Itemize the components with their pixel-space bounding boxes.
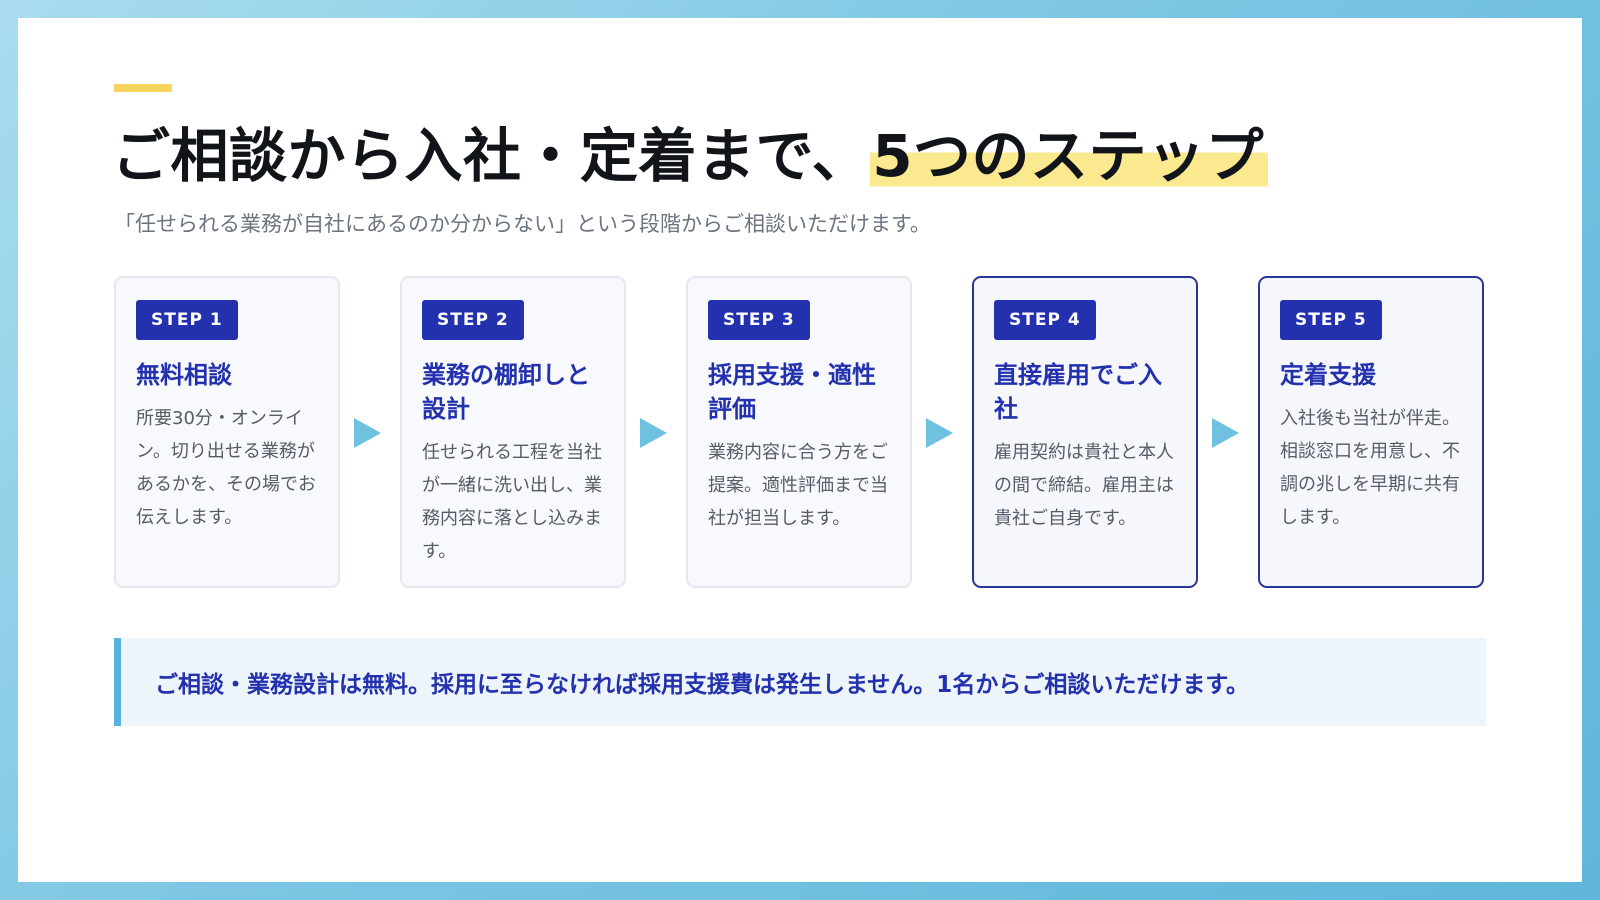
triangle-right-icon: [354, 418, 381, 448]
page-title-highlight: 5つのステップ: [870, 122, 1269, 190]
step-card-3: STEP 3 採用支援・適性評価 業務内容に合う方をご提案。適性評価まで当社が担…: [686, 276, 912, 588]
step-badge: STEP 2: [422, 300, 524, 340]
step-badge: STEP 1: [136, 300, 238, 340]
step-card-2: STEP 2 業務の棚卸しと設計 任せられる工程を当社が一緒に洗い出し、業務内容…: [400, 276, 626, 588]
page-subtitle: 「任せられる業務が自社にあるのか分からない」という段階からご相談いただけます。: [114, 212, 931, 236]
step-badge: STEP 3: [708, 300, 810, 340]
step-description: 雇用契約は貴社と本人の間で締結。雇用主は貴社ご自身です。: [994, 442, 1174, 529]
title-accent-bar: [114, 84, 172, 92]
step-description: 業務内容に合う方をご提案。適性評価まで当社が担当します。: [708, 442, 888, 529]
steps-flow: STEP 1 無料相談 所要30分・オンライン。切り出せる業務があるかを、その場…: [114, 276, 1486, 588]
page-title-main: ご相談から入社・定着まで、: [112, 122, 871, 190]
step-title: 業務の棚卸しと設計: [422, 361, 590, 423]
step-card-5: STEP 5 定着支援 入社後も当社が伴走。相談窓口を用意し、不調の兆しを早期に…: [1258, 276, 1484, 588]
page-title: ご相談から入社・定着まで、5つのステップ: [112, 116, 1269, 196]
step-card-4: STEP 4 直接雇用でご入社 雇用契約は貴社と本人の間で締結。雇用主は貴社ご自…: [972, 276, 1198, 588]
triangle-right-icon: [926, 418, 953, 448]
step-title: 採用支援・適性評価: [708, 361, 876, 423]
step-card-1: STEP 1 無料相談 所要30分・オンライン。切り出せる業務があるかを、その場…: [114, 276, 340, 588]
step-description: 任せられる工程を当社が一緒に洗い出し、業務内容に落とし込みます。: [422, 442, 602, 562]
step-description: 入社後も当社が伴走。相談窓口を用意し、不調の兆しを早期に共有します。: [1280, 408, 1460, 528]
triangle-right-icon: [640, 418, 667, 448]
step-title: 定着支援: [1280, 361, 1376, 389]
step-badge: STEP 4: [994, 300, 1096, 340]
step-description: 所要30分・オンライン。切り出せる業務があるかを、その場でお伝えします。: [136, 408, 316, 528]
step-badge: STEP 5: [1280, 300, 1382, 340]
step-title: 無料相談: [136, 361, 232, 389]
step-title: 直接雇用でご入社: [994, 361, 1162, 423]
info-note: ご相談・業務設計は無料。採用に至らなければ採用支援費は発生しません。1名からご相…: [114, 638, 1486, 726]
triangle-right-icon: [1212, 418, 1239, 448]
info-note-text: ご相談・業務設計は無料。採用に至らなければ採用支援費は発生しません。1名からご相…: [155, 672, 1250, 698]
slide: ご相談から入社・定着まで、5つのステップ 「任せられる業務が自社にあるのか分から…: [18, 18, 1582, 882]
